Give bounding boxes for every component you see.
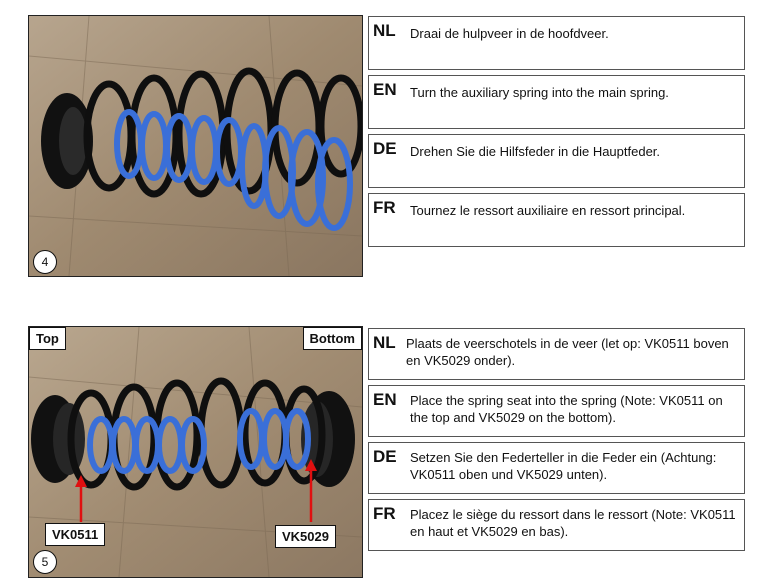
step5-photo: Top Bottom VK0511 VK5029 5 bbox=[28, 326, 363, 578]
instruction-fr: FR Tournez le ressort auxiliaire en ress… bbox=[368, 193, 745, 247]
arrow-vk5029 bbox=[305, 459, 317, 522]
language-code: NL bbox=[373, 333, 396, 352]
instruction-text: Place the spring seat into the spring (N… bbox=[410, 393, 723, 425]
step-number-badge: 5 bbox=[33, 550, 57, 574]
language-code: FR bbox=[373, 198, 396, 217]
instruction-text: Placez le siège du ressort dans le resso… bbox=[410, 507, 736, 539]
instruction-en: EN Turn the auxiliary spring into the ma… bbox=[368, 75, 745, 129]
language-code: DE bbox=[373, 447, 397, 466]
instruction-text: Turn the auxiliary spring into the main … bbox=[410, 85, 669, 100]
step-number-badge: 4 bbox=[33, 250, 57, 274]
instruction-text: Plaats de veerschotels in de veer (let o… bbox=[406, 336, 729, 368]
instruction-fr: FR Placez le siège du ressort dans le re… bbox=[368, 499, 745, 551]
instruction-de: DE Drehen Sie die Hilfsfeder in die Haup… bbox=[368, 134, 745, 188]
language-code: FR bbox=[373, 504, 396, 523]
instruction-nl: NL Draai de hulpveer in de hoofdveer. bbox=[368, 16, 745, 70]
instruction-en: EN Place the spring seat into the spring… bbox=[368, 385, 745, 437]
label-vk5029: VK5029 bbox=[275, 525, 336, 548]
spring-photo-step4 bbox=[29, 16, 362, 276]
label-bottom: Bottom bbox=[302, 327, 362, 350]
language-code: EN bbox=[373, 80, 397, 99]
instruction-text: Draai de hulpveer in de hoofdveer. bbox=[410, 26, 609, 41]
language-code: DE bbox=[373, 139, 397, 158]
instruction-de: DE Setzen Sie den Federteller in die Fed… bbox=[368, 442, 745, 494]
instruction-text: Setzen Sie den Federteller in die Feder … bbox=[410, 450, 717, 482]
instruction-text: Drehen Sie die Hilfsfeder in die Hauptfe… bbox=[410, 144, 661, 159]
step4-photo: 4 bbox=[28, 15, 363, 277]
label-vk0511: VK0511 bbox=[45, 523, 106, 546]
language-code: EN bbox=[373, 390, 397, 409]
instruction-nl: NL Plaats de veerschotels in de veer (le… bbox=[368, 328, 745, 380]
language-code: NL bbox=[373, 21, 396, 40]
label-top: Top bbox=[29, 327, 66, 350]
arrow-vk0511 bbox=[75, 475, 87, 522]
instruction-text: Tournez le ressort auxiliaire en ressort… bbox=[410, 203, 686, 218]
